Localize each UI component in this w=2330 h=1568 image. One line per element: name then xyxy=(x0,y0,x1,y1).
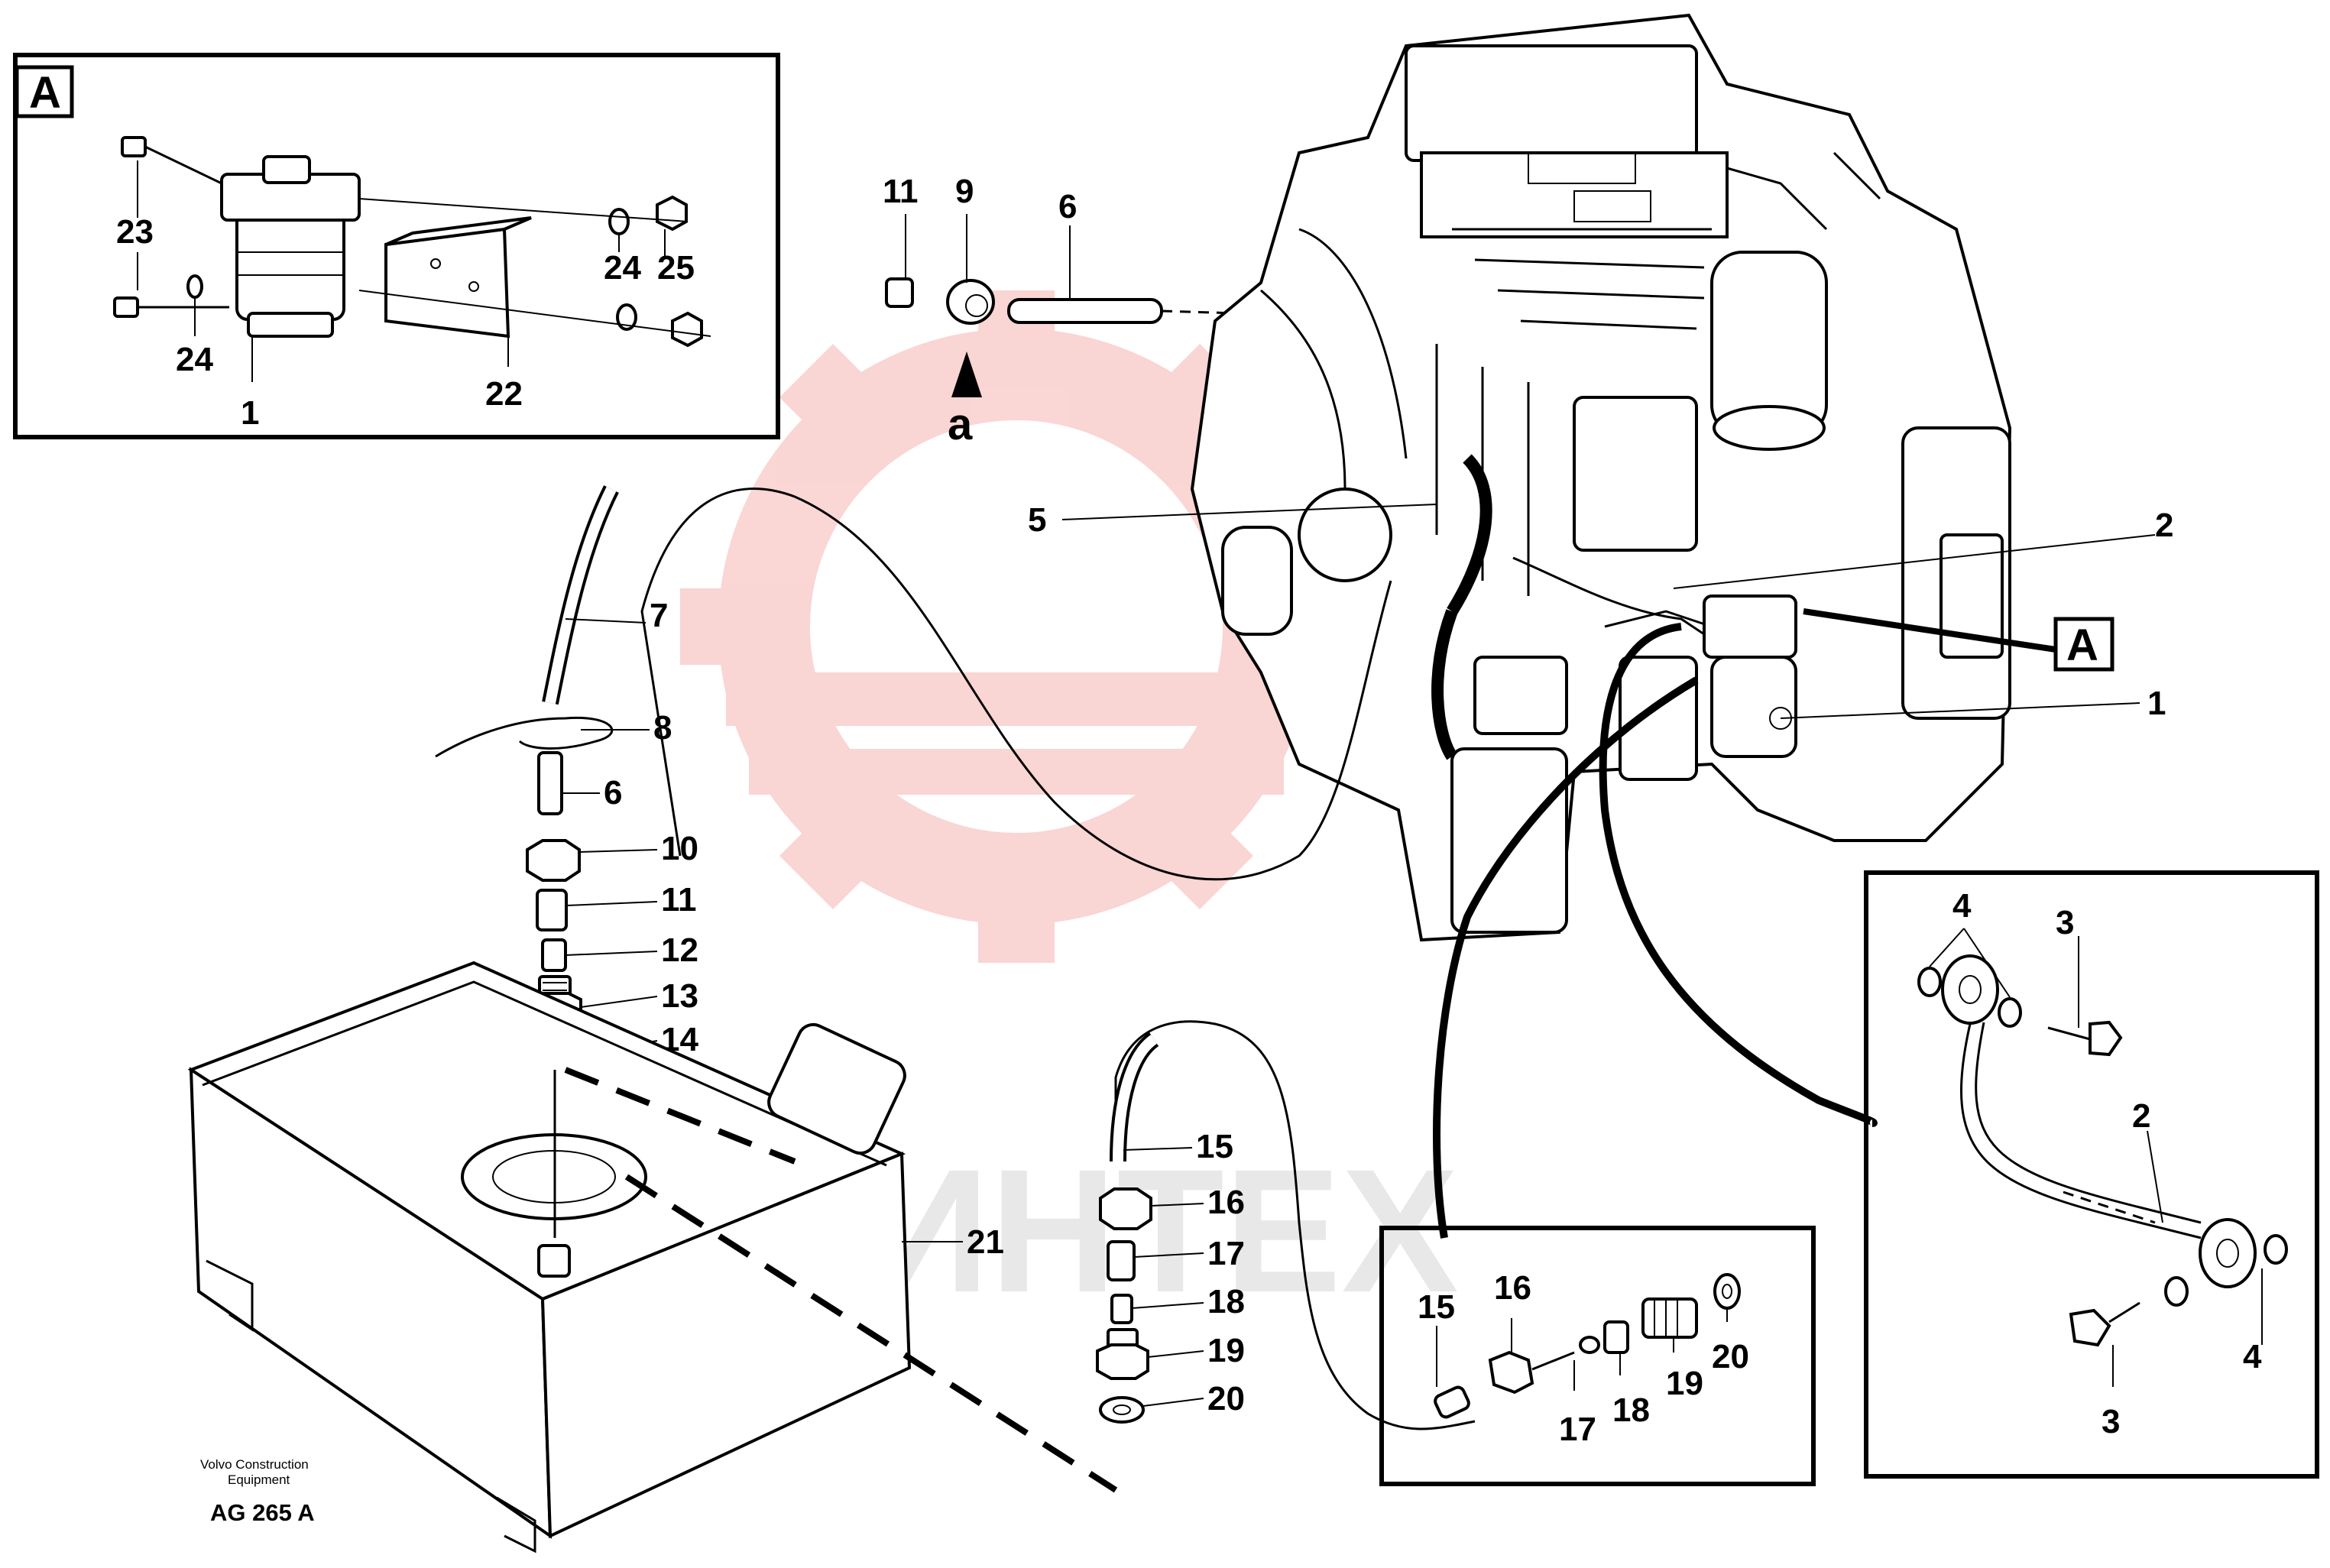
union-icon xyxy=(1096,1328,1149,1380)
engine-assembly-icon xyxy=(1190,13,2012,942)
washer-icon xyxy=(1917,967,1942,997)
callout-15: 15 xyxy=(1418,1288,1455,1326)
callout-21: 21 xyxy=(967,1223,1004,1261)
fuel-filter-icon xyxy=(220,155,361,338)
engine-callouts: 5 2 1 A xyxy=(1028,454,2173,760)
return-line: 15 16 17 18 19 20 xyxy=(1096,1020,1476,1430)
callout-12: 12 xyxy=(661,931,698,969)
hose-stub-icon xyxy=(1007,298,1163,324)
washer-icon xyxy=(2164,1276,2189,1307)
bracket-icon xyxy=(384,216,532,339)
adapter-icon xyxy=(885,277,914,308)
callout-15: 15 xyxy=(1196,1128,1233,1165)
detail-return-box: 15 16 17 18 19 20 xyxy=(1379,1226,1816,1486)
washer-icon xyxy=(1998,997,2022,1028)
sleeve-icon xyxy=(1110,1294,1133,1324)
callout-7: 7 xyxy=(650,597,668,634)
callout-1: 1 xyxy=(2147,685,2166,722)
callout-11: 11 xyxy=(661,881,697,918)
bolt-icon xyxy=(2047,1020,2123,1057)
sleeve-icon xyxy=(1603,1320,1629,1354)
callout-17: 17 xyxy=(1207,1235,1245,1272)
callout-22: 22 xyxy=(485,375,523,413)
callout-11: 11 xyxy=(883,173,919,210)
washer-icon xyxy=(1579,1336,1600,1354)
callout-6: 6 xyxy=(1058,188,1077,225)
nut-icon xyxy=(1488,1350,1534,1395)
callout-23: 23 xyxy=(116,213,154,251)
callout-10: 10 xyxy=(661,830,698,867)
callout-18: 18 xyxy=(1612,1391,1650,1429)
callout-9: 9 xyxy=(955,173,974,210)
detail-a-marker: A xyxy=(29,68,61,118)
hose-stub-icon xyxy=(537,751,563,815)
callout-4: 4 xyxy=(1952,887,1972,925)
callout-24: 24 xyxy=(604,249,641,287)
top-fittings: a 11 9 6 xyxy=(883,173,1239,449)
nut-icon xyxy=(946,279,995,325)
callout-17: 17 xyxy=(1559,1411,1596,1448)
callout-19: 19 xyxy=(1666,1365,1703,1402)
callout-6: 6 xyxy=(604,774,622,812)
view-arrow-icon xyxy=(951,352,982,397)
callout-5: 5 xyxy=(1028,501,1046,539)
callout-4: 4 xyxy=(2243,1338,2262,1375)
banjo-fitting-icon xyxy=(1941,954,1999,1025)
callout-19: 19 xyxy=(1207,1332,1245,1369)
drawing-code: AG 265 A xyxy=(210,1499,315,1526)
nut-icon xyxy=(656,195,703,348)
nut-icon xyxy=(1099,1187,1152,1230)
view-letter: a xyxy=(948,400,973,449)
callout-24: 24 xyxy=(176,341,213,378)
footer-credit: Volvo Construction Equipment AG 265 A xyxy=(200,1457,315,1526)
bolt-icon xyxy=(2069,1301,2140,1347)
callout-20: 20 xyxy=(1207,1380,1245,1417)
callout-3: 3 xyxy=(2056,904,2074,941)
fuel-tank-icon: 21 xyxy=(187,961,1118,1553)
washer-icon xyxy=(1099,1396,1145,1424)
hose-stub-icon xyxy=(1434,1385,1470,1419)
watermark-text: ИНТЕХ xyxy=(864,1132,1459,1329)
adapter-icon xyxy=(536,889,568,931)
sleeve-icon xyxy=(541,938,567,972)
adapter-icon xyxy=(1107,1240,1136,1281)
detail-a-box: A xyxy=(13,53,780,439)
detail-banjo-box: 4 3 2 4 3 xyxy=(1864,870,2319,1479)
washer-icon xyxy=(1713,1273,1741,1310)
fuel-filter-icon xyxy=(1703,594,1797,659)
nut-icon xyxy=(526,839,581,882)
callout-18: 18 xyxy=(1207,1283,1245,1320)
callout-20: 20 xyxy=(1712,1338,1749,1375)
banjo-fitting-icon xyxy=(2199,1218,2257,1288)
engine-a-marker-box xyxy=(2053,617,2114,672)
callout-2: 2 xyxy=(2132,1097,2150,1135)
bolt-icon xyxy=(113,136,229,318)
hose-clamp-icon xyxy=(435,716,614,758)
callout-25: 25 xyxy=(657,249,695,287)
washer-icon xyxy=(2264,1234,2288,1265)
callout-16: 16 xyxy=(1494,1269,1531,1307)
callout-13: 13 xyxy=(661,977,698,1015)
credit-line-2: Equipment xyxy=(228,1472,290,1487)
union-icon xyxy=(1641,1297,1698,1339)
callout-8: 8 xyxy=(653,709,672,747)
callout-3: 3 xyxy=(2102,1403,2120,1440)
callout-16: 16 xyxy=(1207,1184,1245,1221)
callout-1: 1 xyxy=(241,394,259,432)
credit-line-1: Volvo Construction xyxy=(200,1457,309,1472)
engine-a-marker: A xyxy=(2066,620,2098,670)
callout-2: 2 xyxy=(2155,507,2173,544)
